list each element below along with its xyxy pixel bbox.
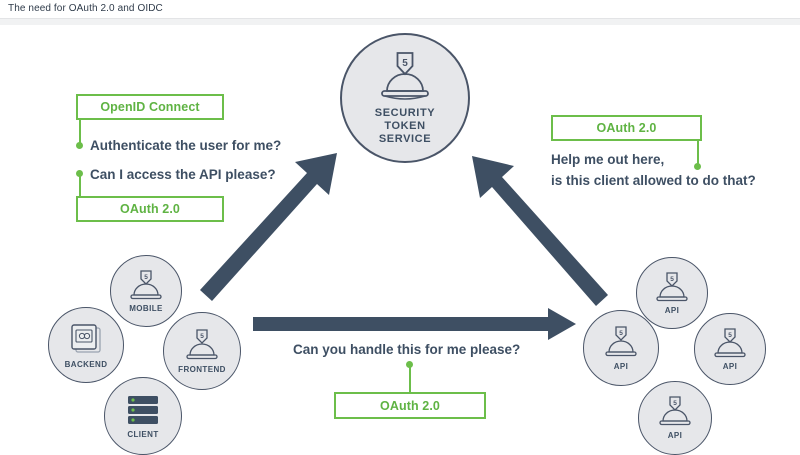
node-api-bottom[interactable]: 5 API bbox=[638, 381, 712, 455]
shield-dome-icon: 5 bbox=[127, 269, 165, 302]
question-authenticate-user: Authenticate the user for me? bbox=[90, 138, 282, 153]
svg-text:5: 5 bbox=[144, 274, 148, 281]
node-client[interactable]: CLIENT bbox=[104, 377, 182, 455]
spec-box-openid-connect[interactable]: OpenID Connect bbox=[76, 94, 224, 120]
svg-text:5: 5 bbox=[728, 332, 732, 339]
node-mobile[interactable]: 5 MOBILE bbox=[110, 255, 182, 327]
node-api-top[interactable]: 5 API bbox=[636, 257, 708, 329]
node-label-frontend: FRONTEND bbox=[178, 364, 226, 374]
question-handle-request: Can you handle this for me please? bbox=[293, 342, 521, 357]
connector-dot-authenticate bbox=[76, 142, 83, 149]
node-security-token-service[interactable]: 5 SECURITY TOKEN SERVICE bbox=[340, 33, 470, 163]
connector-dot-handle-request bbox=[406, 361, 413, 368]
svg-text:5: 5 bbox=[402, 58, 408, 69]
stacked-cards-icon bbox=[67, 322, 105, 358]
spec-box-oauth-bottom[interactable]: OAuth 2.0 bbox=[334, 392, 486, 419]
node-label-backend: BACKEND bbox=[64, 359, 108, 369]
connector-oauth-bottom-vertical bbox=[409, 364, 411, 392]
arrow-apis-to-sts bbox=[472, 156, 608, 306]
node-api-right[interactable]: 5 API bbox=[694, 313, 766, 385]
node-label-api-bottom: API bbox=[667, 431, 683, 440]
arrow-clients-to-apis bbox=[253, 308, 576, 340]
spec-box-oauth-right[interactable]: OAuth 2.0 bbox=[551, 115, 702, 141]
node-api-left[interactable]: 5 API bbox=[583, 310, 659, 386]
window-titlebar: The need for OAuth 2.0 and OIDC bbox=[0, 0, 800, 18]
page-title: The need for OAuth 2.0 and OIDC bbox=[8, 3, 163, 14]
shield-dome-icon: 5 bbox=[656, 396, 694, 429]
svg-text:5: 5 bbox=[673, 400, 677, 407]
svg-text:5: 5 bbox=[200, 333, 204, 340]
spec-box-oauth-left[interactable]: OAuth 2.0 bbox=[76, 196, 224, 222]
shield-dome-icon: 5 bbox=[711, 327, 749, 360]
diagram-canvas: OpenID Connect OAuth 2.0 OAuth 2.0 OAuth… bbox=[0, 25, 800, 455]
node-label-api-right: API bbox=[722, 361, 738, 371]
question-access-api: Can I access the API please? bbox=[90, 167, 276, 182]
node-label-api-top: API bbox=[664, 305, 680, 315]
node-backend[interactable]: BACKEND bbox=[48, 307, 124, 383]
node-label-api-left: API bbox=[613, 361, 629, 371]
connector-oauth-right-vertical bbox=[697, 141, 699, 166]
shield-dome-icon: 5 bbox=[653, 271, 691, 304]
shield-dome-icon: 5 bbox=[182, 328, 222, 363]
question-help-me-out-line1: Help me out here, bbox=[551, 152, 665, 167]
connector-oauth-left-vertical bbox=[79, 173, 81, 196]
node-label-client: CLIENT bbox=[127, 429, 159, 439]
node-frontend[interactable]: 5 FRONTEND bbox=[163, 312, 241, 390]
question-help-me-out-line2: is this client allowed to do that? bbox=[551, 173, 756, 188]
arrow-clients-to-sts bbox=[200, 153, 337, 301]
connector-dot-access-api bbox=[76, 170, 83, 177]
server-rack-icon bbox=[123, 394, 163, 428]
connector-dot-help-me-out bbox=[694, 163, 701, 170]
shield-dome-icon: 5 bbox=[375, 51, 435, 103]
connector-oidc-vertical bbox=[79, 120, 81, 144]
shield-dome-icon: 5 bbox=[601, 325, 641, 360]
svg-text:5: 5 bbox=[670, 276, 674, 283]
node-label-mobile: MOBILE bbox=[129, 303, 163, 313]
arrow-layer bbox=[200, 153, 608, 340]
svg-text:5: 5 bbox=[619, 330, 623, 337]
node-label-sts: SECURITY TOKEN SERVICE bbox=[374, 106, 436, 145]
